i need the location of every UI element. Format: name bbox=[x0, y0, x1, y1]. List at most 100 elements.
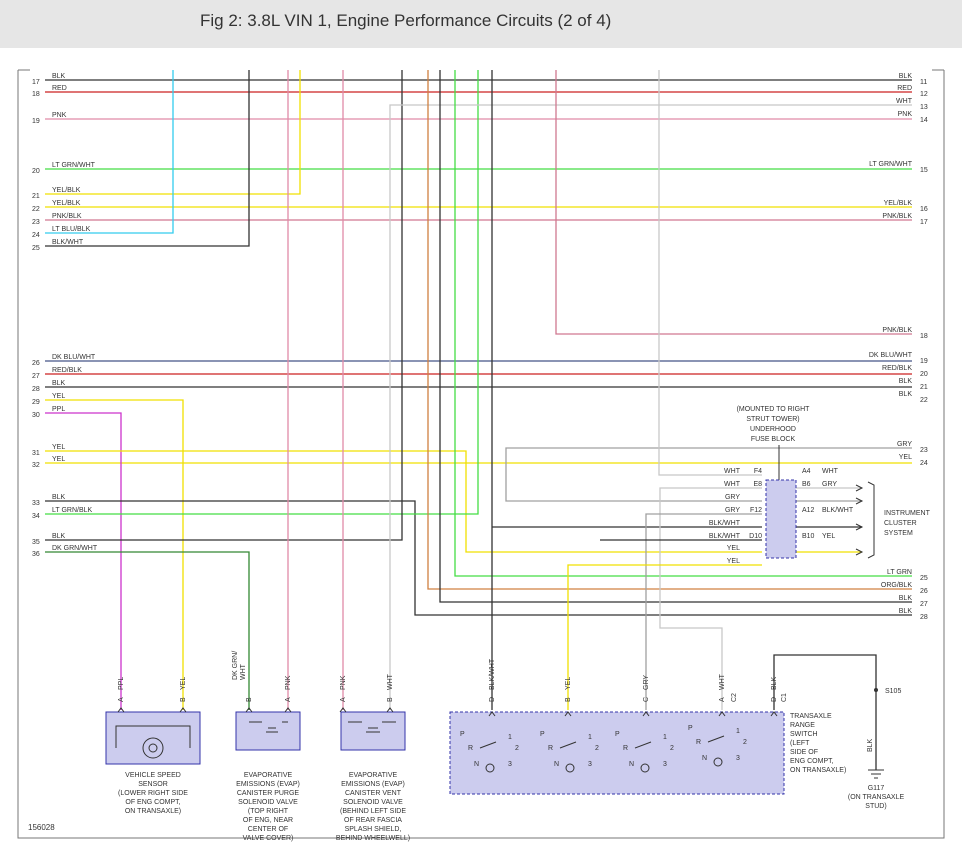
pin-letter: A bbox=[340, 697, 347, 702]
pin-wire-color: WHT bbox=[387, 673, 394, 690]
right-wire-number: 15 bbox=[920, 167, 928, 174]
right-wire-number: 12 bbox=[920, 91, 928, 98]
purge-caption: EVAPORATIVE bbox=[244, 772, 293, 779]
arrow-head bbox=[855, 523, 864, 531]
fuse-right-wire: WHT bbox=[822, 468, 839, 475]
transaxle-range-switch-box bbox=[449, 711, 785, 795]
right-wire-label: DK BLU/WHT bbox=[869, 352, 913, 359]
left-wire-number: 25 bbox=[32, 245, 40, 252]
left-wire-label: LT GRN/BLK bbox=[52, 507, 93, 514]
left-wire-label: BLK/WHT bbox=[52, 239, 84, 246]
left-wire-number: 22 bbox=[32, 206, 40, 213]
wire bbox=[454, 70, 912, 577]
fuse-left-pin: F4 bbox=[754, 468, 762, 475]
wire bbox=[773, 654, 877, 770]
fuse-left-wire: BLK/WHT bbox=[709, 533, 741, 540]
vss-caption: OF ENG COMPT, bbox=[125, 799, 180, 806]
right-wire-number: 19 bbox=[920, 358, 928, 365]
fuse-right-pin: B10 bbox=[802, 533, 815, 540]
wire bbox=[505, 447, 912, 502]
switch-position-letter: R bbox=[468, 745, 473, 752]
frame-border bbox=[17, 70, 945, 839]
vent-solenoid-icon bbox=[348, 721, 396, 733]
vent-caption: OF REAR FASCIA bbox=[344, 817, 402, 824]
switch-position-letter: 3 bbox=[663, 761, 667, 768]
fuse-block-caption: (MOUNTED TO RIGHT bbox=[737, 406, 811, 413]
switch-position-letter: 3 bbox=[736, 755, 740, 762]
trs-caption: RANGE bbox=[790, 722, 815, 729]
left-wire-label: YEL/BLK bbox=[52, 187, 81, 194]
switch-position-letter: 2 bbox=[670, 745, 674, 752]
left-wire-number: 18 bbox=[32, 91, 40, 98]
fuse-left-wire: GRY bbox=[725, 507, 740, 514]
pin-wire-color: WHT bbox=[240, 663, 247, 680]
switch-position-letter: 3 bbox=[508, 761, 512, 768]
left-wire-number: 29 bbox=[32, 399, 40, 406]
left-wire-number: 31 bbox=[32, 450, 40, 457]
page-title: Fig 2: 3.8L VIN 1, Engine Performance Ci… bbox=[200, 11, 612, 30]
pin-connector bbox=[245, 707, 253, 713]
pin-connector bbox=[179, 707, 187, 713]
fuse-left-wire: YEL bbox=[727, 545, 740, 552]
switch-contact bbox=[634, 741, 652, 749]
ground-icon bbox=[868, 769, 884, 779]
left-wire-number: 30 bbox=[32, 412, 40, 419]
wire bbox=[45, 70, 301, 195]
wire bbox=[45, 551, 250, 710]
vss-caption: (LOWER RIGHT SIDE bbox=[118, 790, 188, 797]
left-wire-label: YEL bbox=[52, 393, 65, 400]
fuse-left-pin: F12 bbox=[750, 507, 762, 514]
vss-hub-icon bbox=[148, 743, 158, 753]
ground-caption: G117 bbox=[868, 785, 885, 792]
vss-caption: ON TRANSAXLE) bbox=[125, 808, 181, 815]
trs-caption: SIDE OF bbox=[790, 749, 818, 756]
left-wire-label: YEL bbox=[52, 456, 65, 463]
vent-caption: CANISTER VENT bbox=[345, 790, 402, 797]
left-wire-label: LT GRN/WHT bbox=[52, 162, 96, 169]
purge-caption: VALVE COVER) bbox=[243, 835, 294, 842]
switch-position-letter: 1 bbox=[736, 728, 740, 735]
switch-position-letter: P bbox=[615, 731, 620, 738]
ground-caption: STUD) bbox=[865, 803, 886, 810]
pin-connector bbox=[642, 711, 650, 717]
left-wire-label: RED/BLK bbox=[52, 367, 82, 374]
fuse-block-caption: UNDERHOOD bbox=[750, 426, 796, 433]
pin-connector bbox=[718, 711, 726, 717]
right-wire-number: 26 bbox=[920, 588, 928, 595]
right-wire-number: 13 bbox=[920, 104, 928, 111]
right-wire-label: ORG/BLK bbox=[881, 582, 912, 589]
fuse-right-wire: YEL bbox=[822, 533, 835, 540]
right-wire-number: 11 bbox=[920, 79, 927, 86]
splice-label: S105 bbox=[885, 688, 901, 695]
left-wire-number: 26 bbox=[32, 360, 40, 367]
purge-solenoid-icon bbox=[249, 721, 288, 733]
left-wire-label: BLK bbox=[52, 494, 66, 501]
right-wire-number: 21 bbox=[920, 384, 928, 391]
right-wire-label: YEL/BLK bbox=[884, 200, 913, 207]
left-wire-number: 19 bbox=[32, 118, 40, 125]
left-wire-label: PPL bbox=[52, 406, 65, 413]
right-wire-number: 23 bbox=[920, 447, 928, 454]
left-wire-number: 33 bbox=[32, 500, 40, 507]
vss-coil-frame bbox=[115, 725, 191, 748]
pin-letter: D bbox=[771, 697, 778, 702]
right-wire-label: RED/BLK bbox=[882, 365, 912, 372]
right-wire-label: BLK bbox=[899, 608, 913, 615]
switch-position-letter: P bbox=[688, 725, 693, 732]
cluster-label: INSTRUMENT bbox=[884, 510, 931, 517]
wire bbox=[645, 513, 762, 710]
left-wire-number: 17 bbox=[32, 79, 40, 86]
pin-letter: A bbox=[118, 697, 125, 702]
right-wire-label: PNK bbox=[898, 111, 913, 118]
fuse-right-wire: GRY bbox=[822, 481, 837, 488]
fuse-left-wire: WHT bbox=[724, 481, 741, 488]
wire bbox=[45, 70, 403, 541]
switch-position-letter: R bbox=[623, 745, 628, 752]
right-wire-number: 24 bbox=[920, 460, 928, 467]
right-wire-number: 25 bbox=[920, 575, 928, 582]
wire bbox=[45, 399, 184, 710]
switch-pivot-icon bbox=[485, 763, 495, 773]
arrow-head bbox=[855, 497, 864, 505]
